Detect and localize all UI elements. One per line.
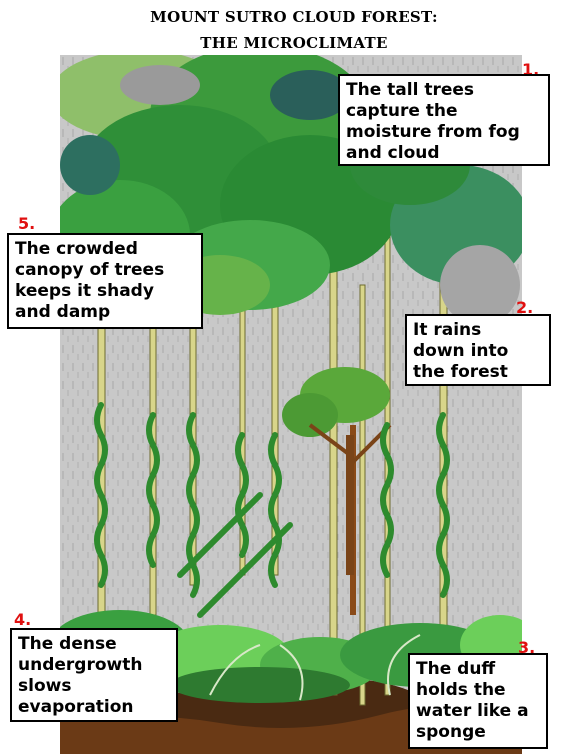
callout-number-5: 5. xyxy=(18,214,36,233)
callout-number-3: 3. xyxy=(518,638,536,657)
forest-canopy xyxy=(60,55,522,325)
callout-number-4: 4. xyxy=(14,610,32,629)
callout-tall-trees: The tall trees capture the moisture from… xyxy=(338,74,550,166)
title-line-2: THE MICROCLIMATE xyxy=(200,34,388,52)
climbing-vines xyxy=(94,402,450,618)
callout-undergrowth: The dense undergrowth slows evaporation xyxy=(10,628,178,722)
title-line-1: MOUNT SUTRO CLOUD FOREST: xyxy=(150,8,438,26)
small-tree xyxy=(282,367,392,575)
callout-rain: It rains down into the forest xyxy=(405,314,551,386)
callout-number-2: 2. xyxy=(516,298,534,317)
callout-duff: The duff holds the water like a sponge xyxy=(408,653,548,749)
callout-canopy: The crowded canopy of trees keeps it sha… xyxy=(7,233,203,329)
